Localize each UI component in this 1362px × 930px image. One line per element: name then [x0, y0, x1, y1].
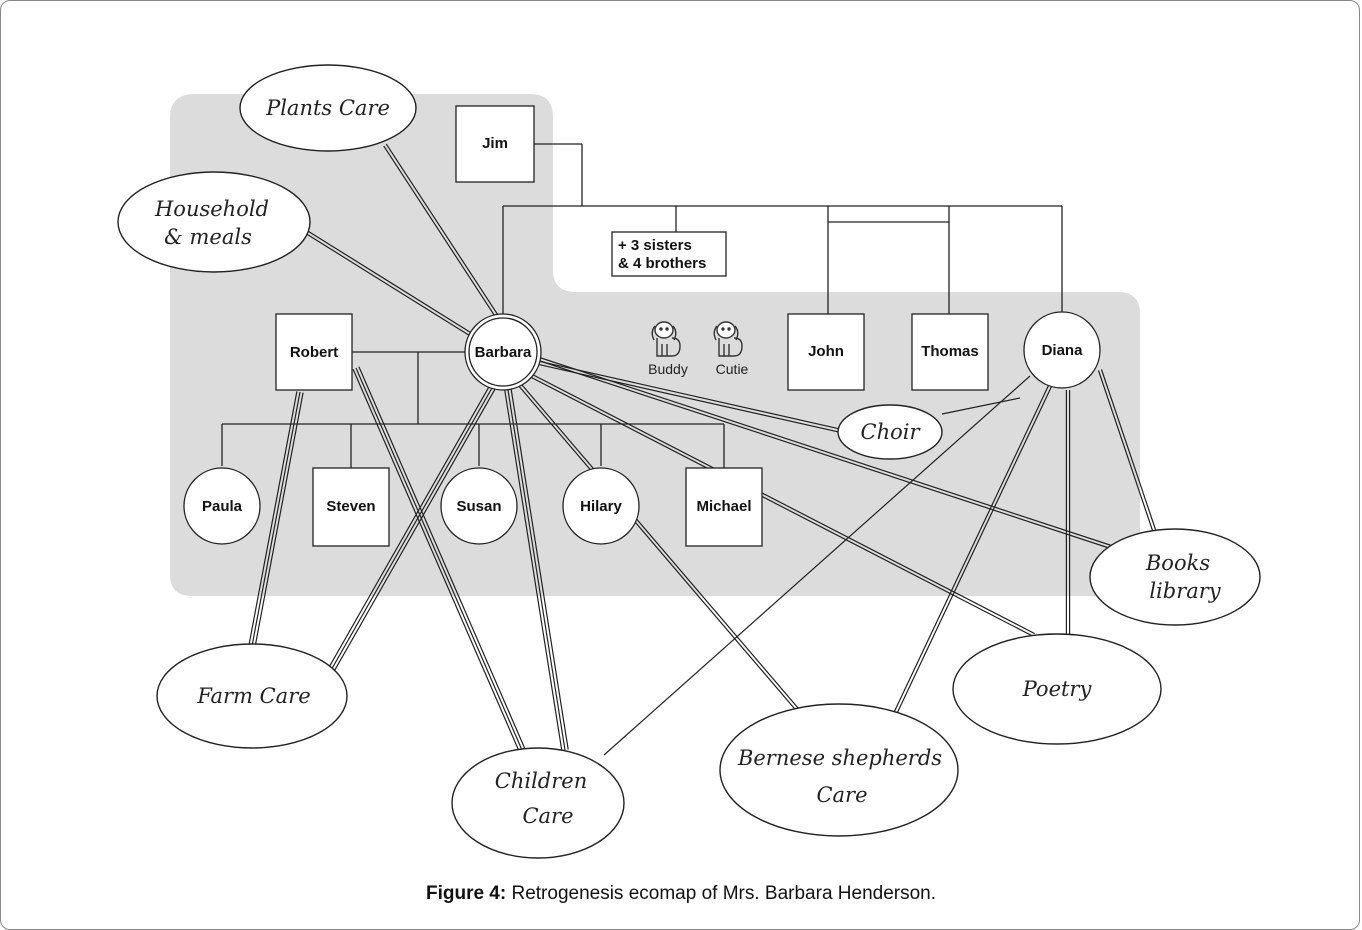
- connection-robert-farm: [248, 391, 298, 646]
- connection-diana-books: [1100, 369, 1157, 530]
- caption-text: Retrogenesis ecomap of Mrs. Barbara Hend…: [506, 883, 937, 904]
- connection-barbara-plants-care: [385, 143, 500, 318]
- choir-ellipse: Choir: [837, 404, 943, 460]
- figure-caption: Figure 4: Retrogenesis ecomap of Mrs. Ba…: [0, 883, 1362, 905]
- connection-barbara-children: [510, 389, 569, 750]
- activity-ellipses: Plants Care Household & meals Choir Book…: [117, 64, 1261, 859]
- ecomap-diagram: Plants Care Household & meals Choir Book…: [117, 64, 1261, 859]
- farm-care-ellipse: Farm Care: [156, 643, 348, 749]
- svg-text:Barbara: Barbara: [475, 344, 532, 361]
- farm-care-label: Farm Care: [196, 684, 310, 708]
- person-nodes: Jim + 3 sisters & 4 brothers Robert Barb…: [183, 105, 1101, 547]
- children-care-ellipse: Children Care: [451, 747, 625, 859]
- connection-barbara-farm: [326, 386, 490, 671]
- node-hilary: Hilary: [562, 467, 640, 545]
- children-care-label-2: Care: [522, 804, 573, 828]
- node-steven: Steven: [312, 467, 390, 547]
- svg-text:Michael: Michael: [696, 498, 751, 515]
- connection-barbara-household: [298, 228, 470, 336]
- connection-barbara-poetry: [530, 373, 1035, 635]
- bernese-label-1: Bernese shepherds: [737, 746, 942, 770]
- bernese-label-2: Care: [816, 783, 867, 807]
- connection-robert-farm: [254, 392, 304, 647]
- choir-label: Choir: [861, 420, 922, 444]
- connection-barbara-children: [507, 389, 566, 751]
- svg-text:Diana: Diana: [1042, 342, 1084, 359]
- connection-barbara-farm: [329, 387, 493, 673]
- connection-barbara-farm: [332, 389, 496, 674]
- connection-diana-books: [1097, 370, 1154, 531]
- bernese-care-ellipse: Bernese shepherds Care: [719, 703, 959, 837]
- dog-icon: [713, 321, 743, 357]
- connection-barbara-poetry: [529, 375, 1034, 637]
- connection-robert-farm: [251, 391, 301, 647]
- connection-barbara-choir: [535, 359, 847, 431]
- svg-text:Robert: Robert: [290, 344, 338, 361]
- dog-icon: [651, 321, 681, 357]
- household-label-1: Household: [154, 197, 269, 221]
- svg-text:Steven: Steven: [326, 498, 375, 515]
- connection-barbara-choir: [534, 363, 846, 435]
- books-label-2: library: [1149, 579, 1221, 603]
- poetry-label: Poetry: [1022, 677, 1093, 701]
- poetry-ellipse: Poetry: [952, 633, 1162, 745]
- svg-text:Susan: Susan: [456, 498, 501, 515]
- connection-barbara-books: [535, 358, 1114, 551]
- connection-diana-bernese: [892, 385, 1050, 716]
- plants-care-label: Plants Care: [265, 96, 390, 120]
- node-siblings: + 3 sisters & 4 brothers: [611, 231, 727, 277]
- svg-text:Thomas: Thomas: [921, 343, 979, 360]
- node-john: John: [787, 313, 865, 391]
- node-jim: Jim: [455, 105, 535, 183]
- household-label-2: & meals: [164, 225, 252, 249]
- connection-barbara-children: [504, 390, 563, 751]
- household-region-upper: [170, 94, 1140, 596]
- books-label-1: Books: [1145, 551, 1210, 575]
- pet-label-cutie: Cutie: [716, 361, 749, 377]
- relationship-lines: [248, 143, 1157, 756]
- pet-label-buddy: Buddy: [648, 361, 688, 377]
- svg-text:+ 3 sisters: + 3 sisters: [618, 237, 692, 254]
- pets: Buddy Cutie: [648, 321, 749, 377]
- plants-care-ellipse: Plants Care: [239, 64, 417, 152]
- connection-barbara-plants-care: [383, 145, 498, 320]
- household-ellipse: Household & meals: [117, 171, 311, 273]
- node-robert: Robert: [275, 313, 353, 391]
- svg-text:John: John: [808, 343, 844, 360]
- connection-robert-children: [358, 366, 526, 749]
- node-paula: Paula: [183, 467, 261, 545]
- family-tree-lines: [221, 143, 1063, 468]
- svg-text:Hilary: Hilary: [580, 498, 622, 515]
- svg-text:Jim: Jim: [482, 135, 508, 152]
- node-thomas: Thomas: [911, 313, 989, 391]
- svg-text:Paula: Paula: [202, 498, 243, 515]
- node-diana: Diana: [1023, 311, 1101, 389]
- node-barbara: Barbara: [464, 313, 542, 391]
- connection-diana-bernese: [894, 386, 1052, 717]
- connection-barbara-books: [536, 355, 1115, 548]
- svg-text:& 4 brothers: & 4 brothers: [618, 255, 706, 272]
- connection-barbara-household: [300, 226, 472, 334]
- connection-barbara-bernese: [520, 383, 804, 715]
- connection-robert-children: [352, 369, 520, 752]
- children-care-label-1: Children: [495, 769, 587, 793]
- caption-label: Figure 4:: [425, 883, 507, 904]
- connection-robert-children: [355, 367, 523, 751]
- connection-diana-choir: [941, 397, 1021, 415]
- books-library-ellipse: Books library: [1089, 528, 1261, 626]
- connection-barbara-bernese: [518, 385, 802, 717]
- node-susan: Susan: [440, 467, 518, 545]
- node-michael: Michael: [685, 467, 763, 547]
- connection-diana-children: [603, 375, 1031, 756]
